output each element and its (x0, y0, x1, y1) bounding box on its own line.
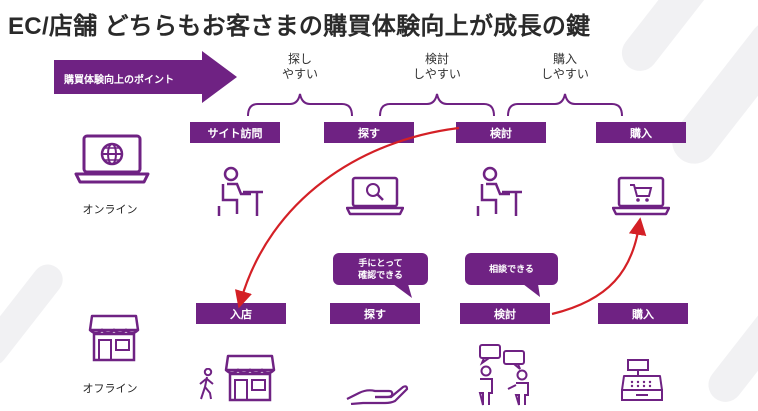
online-step-search: 探す (324, 122, 414, 143)
bubble-can-consult: 相談できる (465, 253, 558, 285)
online-step-site-visit: サイト訪問 (190, 122, 280, 143)
arrow-store-consider-to-online-purchase (551, 217, 647, 316)
cash-register-icon (620, 358, 664, 402)
online-step-consider: 検討 (456, 122, 546, 143)
bubble-touch-and-check: 手にとって 確認できる (333, 253, 428, 285)
offline-step-enter-store: 入店 (196, 303, 286, 324)
offline-step-consider: 検討 (460, 303, 550, 324)
bubble-line: 相談できる (489, 264, 534, 274)
hint-line: 検討 (424, 52, 449, 66)
hint-easy-to-find: 探し やすい (255, 52, 345, 82)
background-stripe (0, 258, 69, 372)
hint-line: しやすい (413, 67, 461, 81)
online-step-purchase: 購入 (596, 122, 686, 143)
background-stripe (663, 11, 758, 173)
hand-icon (345, 373, 409, 405)
store-icon (88, 312, 140, 364)
bubble-tail (523, 284, 540, 297)
person-at-desk-icon (217, 166, 265, 218)
bubble-line: 手にとって (358, 258, 403, 268)
online-label: オンライン (82, 204, 138, 216)
points-banner-label: 購買体験向上のポイント (64, 75, 174, 86)
bubble-line: 確認できる (358, 270, 403, 280)
points-banner-arrow: 購買体験向上のポイント (54, 51, 237, 103)
offline-label: オフライン (82, 383, 138, 395)
offline-step-search: 探す (330, 303, 420, 324)
hint-easy-to-consider: 検討 しやすい (392, 52, 482, 82)
hint-line: 購入 (552, 52, 577, 66)
brace-consider (379, 93, 495, 117)
offline-step-purchase: 購入 (598, 303, 688, 324)
background-stripe (701, 285, 758, 409)
brace-find (247, 93, 353, 117)
store-icon (224, 352, 276, 404)
laptop-search-icon (346, 176, 404, 218)
laptop-cart-icon (612, 176, 670, 218)
bubble-tail (393, 284, 412, 298)
background-stripe (614, 0, 736, 79)
people-talking-icon (474, 343, 544, 407)
hint-easy-to-buy: 購入 しやすい (520, 52, 610, 82)
hint-line: やすい (281, 67, 318, 81)
brace-buy (507, 93, 623, 117)
person-at-desk-icon (476, 166, 524, 218)
laptop-globe-icon (74, 134, 150, 186)
walking-person-icon (196, 368, 218, 400)
hint-line: しやすい (541, 67, 589, 81)
page-title: EC/店舗 どちらもお客さまの購買体験向上が成長の鍵 (8, 13, 591, 40)
hint-line: 探し (287, 52, 312, 66)
